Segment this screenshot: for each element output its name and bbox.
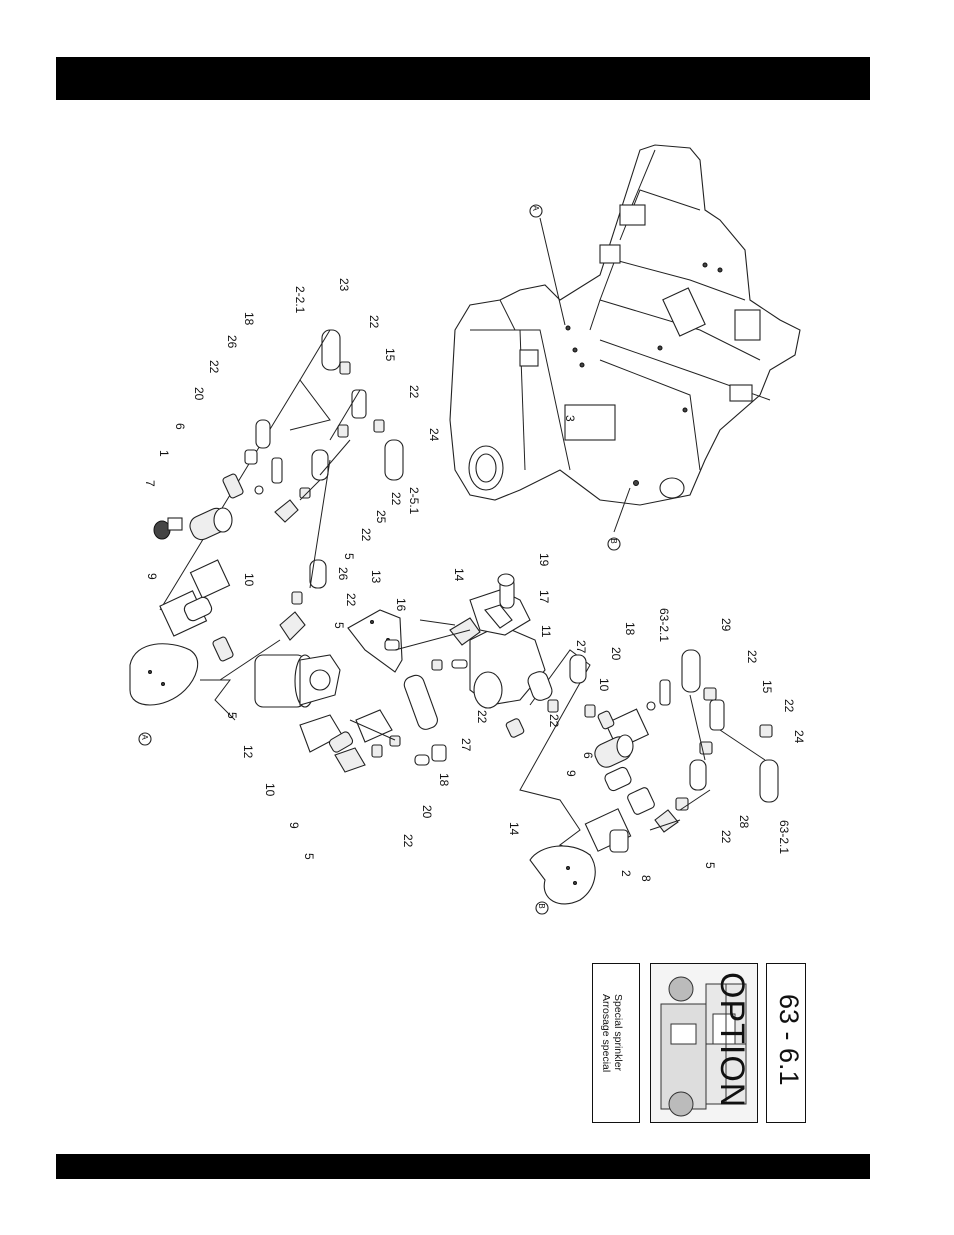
- callout-22: 22: [389, 492, 403, 506]
- callout-6: 6: [581, 752, 595, 759]
- callout-22: 22: [782, 699, 796, 713]
- option-box: OPTION: [650, 963, 758, 1123]
- parts-diagram: 23 2-2.1 22 18 26 22 20 15 22 6 24 1 7 2…: [0, 0, 954, 1150]
- callout-27: 27: [574, 640, 588, 654]
- callout-22: 22: [359, 528, 373, 542]
- callout-63-2-1: 63-2.1: [777, 820, 791, 854]
- callout-26: 26: [225, 335, 239, 349]
- callout-2-5-1: 2-5.1: [407, 487, 421, 515]
- callout-22: 22: [475, 710, 489, 724]
- callout-B: B: [537, 903, 546, 908]
- callout-15: 15: [383, 348, 397, 362]
- callout-22: 22: [719, 830, 733, 844]
- callout-18: 18: [623, 622, 637, 636]
- callout-23: 23: [337, 278, 351, 292]
- callout-26: 26: [336, 567, 350, 581]
- section-code-box: 63 - 6.1: [766, 963, 806, 1123]
- caption-box: Special sprinkler Arrosage special: [592, 963, 640, 1123]
- option-label: OPTION: [712, 972, 751, 1108]
- callout-28: 28: [737, 815, 751, 829]
- machine-frame: [450, 145, 800, 550]
- callout-9: 9: [287, 822, 301, 829]
- caption-english: Special sprinkler: [612, 994, 624, 1071]
- callout-13: 13: [369, 570, 383, 584]
- callout-27: 27: [459, 738, 473, 752]
- footer-bar: [56, 1154, 870, 1179]
- callout-10: 10: [242, 573, 256, 587]
- callout-9: 9: [145, 573, 159, 580]
- callout-19: 19: [537, 553, 551, 567]
- callout-24: 24: [792, 730, 806, 744]
- callout-5: 5: [342, 553, 356, 560]
- callout-A: A: [140, 734, 149, 740]
- callout-22: 22: [344, 593, 358, 607]
- callout-20: 20: [420, 805, 434, 819]
- callout-10: 10: [263, 783, 277, 797]
- callout-20: 20: [192, 387, 206, 401]
- callout-2: 2: [619, 870, 633, 877]
- callout-17: 17: [537, 590, 551, 604]
- option-badge: Special sprinkler Arrosage special OPTIO…: [592, 963, 806, 1123]
- callout-20: 20: [609, 647, 623, 661]
- callout-63-2-1: 63-2.1: [657, 608, 671, 642]
- callout-6: 6: [173, 423, 187, 430]
- callout-12: 12: [241, 745, 255, 759]
- section-code: 63 - 6.1: [773, 994, 804, 1086]
- callout-A: A: [531, 205, 540, 211]
- callout-5: 5: [703, 862, 717, 869]
- callout-5: 5: [302, 853, 316, 860]
- callout-14: 14: [452, 568, 466, 582]
- caption-french: Arrosage special: [600, 994, 612, 1072]
- callout-16: 16: [394, 598, 408, 612]
- callout-7: 7: [143, 480, 157, 487]
- callout-25: 25: [374, 510, 388, 524]
- callout-5: 5: [225, 712, 239, 719]
- callout-B: B: [609, 538, 618, 543]
- callout-1: 1: [157, 450, 171, 457]
- callout-11: 11: [539, 625, 553, 638]
- callout-10: 10: [597, 678, 611, 692]
- callout-24: 24: [427, 428, 441, 442]
- callout-22: 22: [407, 385, 421, 399]
- callout-22: 22: [207, 360, 221, 374]
- callout-22: 22: [745, 650, 759, 664]
- callout-2-2-1: 2-2.1: [293, 286, 307, 314]
- callout-22: 22: [547, 714, 561, 728]
- callout-15: 15: [760, 680, 774, 694]
- callout-22: 22: [401, 834, 415, 848]
- callout-22: 22: [367, 315, 381, 329]
- callout-18: 18: [437, 773, 451, 787]
- callout-5: 5: [332, 622, 346, 629]
- callout-8: 8: [639, 875, 653, 882]
- callout-18: 18: [242, 312, 256, 326]
- callout-14: 14: [507, 822, 521, 836]
- callout-9: 9: [564, 770, 578, 777]
- callout-3: 3: [563, 415, 577, 422]
- callout-29: 29: [719, 618, 733, 632]
